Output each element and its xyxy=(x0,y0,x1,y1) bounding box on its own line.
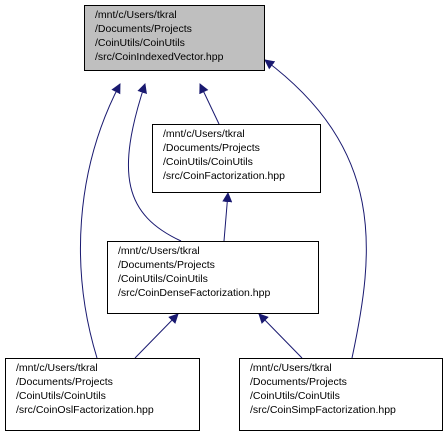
node-line: /src/CoinFactorization.hpp xyxy=(163,170,285,182)
node-line: /mnt/c/Users/tkral xyxy=(95,9,177,21)
node-line: /Documents/Projects xyxy=(163,142,260,154)
edge-factorization-to-indexed-vector xyxy=(199,83,220,125)
edge-osl-factorization-to-indexed-vector xyxy=(79,83,121,359)
edge-dense-factorization-to-factorization xyxy=(222,192,233,242)
node-line: /Documents/Projects xyxy=(118,259,215,271)
node-line: /src/CoinDenseFactorization.hpp xyxy=(118,287,271,299)
node-line: /Documents/Projects xyxy=(250,376,347,388)
node-line: /CoinUtils/CoinUtils xyxy=(118,273,208,285)
node-line: /src/CoinOslFactorization.hpp xyxy=(16,404,154,416)
node-coin-osl-factorization[interactable]: /mnt/c/Users/tkral /Documents/Projects /… xyxy=(5,358,200,431)
node-line: /Documents/Projects xyxy=(95,23,192,35)
node-line: /Documents/Projects xyxy=(16,376,113,388)
node-line: /mnt/c/Users/tkral xyxy=(250,362,332,374)
edge-simp-factorization-to-dense-factorization xyxy=(258,313,303,359)
node-line: /mnt/c/Users/tkral xyxy=(16,362,98,374)
node-coin-factorization[interactable]: /mnt/c/Users/tkral /Documents/Projects /… xyxy=(152,124,321,193)
node-coin-indexed-vector: /mnt/c/Users/tkral /Documents/Projects /… xyxy=(84,5,265,71)
node-coin-dense-factorization[interactable]: /mnt/c/Users/tkral /Documents/Projects /… xyxy=(107,241,319,314)
node-line: /CoinUtils/CoinUtils xyxy=(95,37,185,49)
node-line: /CoinUtils/CoinUtils xyxy=(250,390,340,402)
edge-simp-factorization-to-indexed-vector xyxy=(264,59,367,359)
node-line: /src/CoinSimpFactorization.hpp xyxy=(250,404,396,416)
edge-dense-factorization-to-indexed-vector xyxy=(128,83,182,242)
node-line: /mnt/c/Users/tkral xyxy=(163,128,245,140)
node-line: /CoinUtils/CoinUtils xyxy=(16,390,106,402)
edge-osl-factorization-to-dense-factorization xyxy=(134,313,179,359)
node-line: /src/CoinIndexedVector.hpp xyxy=(95,51,224,63)
node-line: /CoinUtils/CoinUtils xyxy=(163,156,253,168)
node-coin-simp-factorization[interactable]: /mnt/c/Users/tkral /Documents/Projects /… xyxy=(239,358,443,431)
node-line: /mnt/c/Users/tkral xyxy=(118,245,200,257)
